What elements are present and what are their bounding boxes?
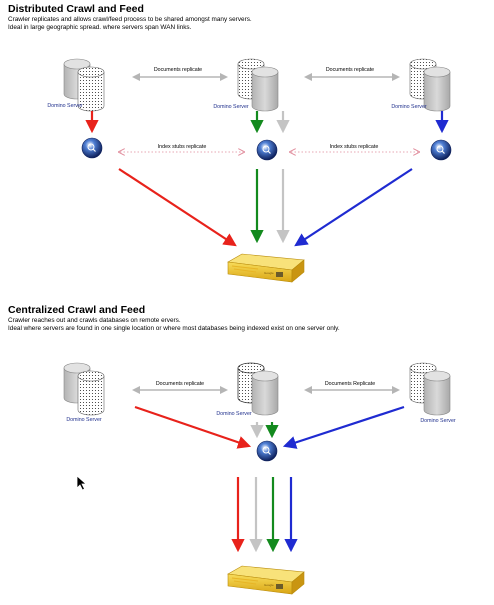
database-server-icon xyxy=(63,362,105,416)
replicate-label: Documents replicate xyxy=(155,381,205,387)
centralized-title: Centralized Crawl and Feed xyxy=(8,304,146,316)
distributed-desc-line2: Ideal in large geographic spread. where … xyxy=(8,24,192,31)
stubs-label: Index stubs replicate xyxy=(157,144,207,150)
search-orb-icon xyxy=(256,440,278,462)
distributed-title: Distributed Crawl and Feed xyxy=(8,3,144,15)
centralized-desc-line2: Ideal where servers are found in one sin… xyxy=(8,325,340,332)
red-arrow xyxy=(118,168,237,247)
replicate-label: Documents replicate xyxy=(325,67,375,73)
search-appliance-icon: Google xyxy=(227,253,305,283)
red-arrow xyxy=(134,405,252,449)
server-label: Domino Server xyxy=(216,411,252,417)
blue-arrow xyxy=(294,168,413,247)
svg-text:Google: Google xyxy=(264,583,274,587)
database-server-icon xyxy=(237,362,279,416)
database-server-icon xyxy=(409,58,451,112)
search-orb-icon xyxy=(256,139,278,161)
blue-arrow xyxy=(282,405,405,449)
server-label: Domino Server xyxy=(391,104,427,110)
mouse-pointer-icon xyxy=(76,475,88,491)
search-orb-icon xyxy=(430,139,452,161)
server-label: Domino Server xyxy=(213,104,249,110)
replicate-label: Documents replicate xyxy=(153,67,203,73)
svg-text:Google: Google xyxy=(264,271,274,275)
replicate-label: Documents Replicate xyxy=(324,381,376,387)
server-label: Domino Server xyxy=(47,103,83,109)
database-server-icon xyxy=(409,362,451,416)
server-label: Domino Server xyxy=(420,418,456,424)
database-server-icon xyxy=(237,58,279,112)
server-label: Domino Server xyxy=(66,417,102,423)
search-appliance-icon: Google xyxy=(227,565,305,595)
distributed-desc-line1: Crawler replicates and allows crawl/feed… xyxy=(8,16,252,23)
centralized-desc-line1: Crawler reaches out and crawls databases… xyxy=(8,317,181,324)
search-orb-icon xyxy=(81,137,103,159)
stubs-label: Index stubs replicate xyxy=(329,144,379,150)
